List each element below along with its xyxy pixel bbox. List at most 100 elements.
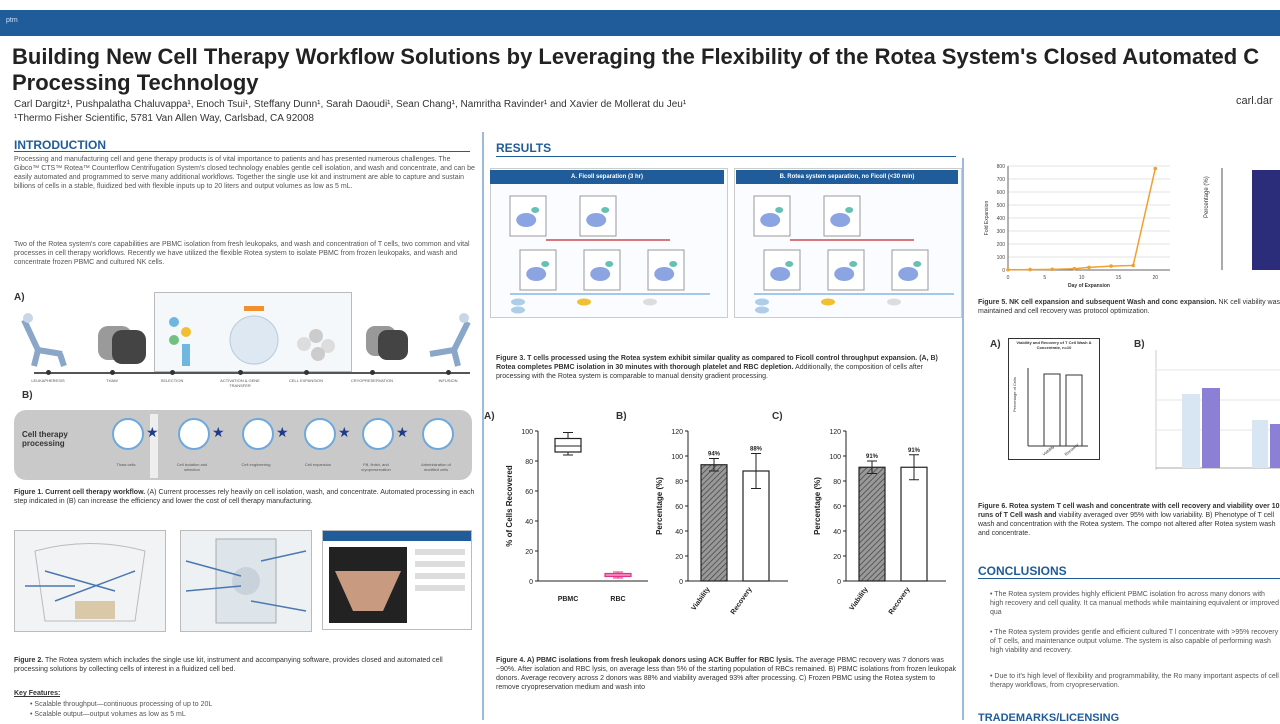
y-tick-label: 300 [997, 229, 1006, 235]
intro-heading: INTRODUCTION [14, 138, 106, 152]
figure-5-bold: expansion. [1180, 299, 1217, 306]
figure-1-caption: Figure 1. Current cell therapy workflow.… [14, 488, 476, 518]
workflow-step-dot [46, 370, 51, 375]
y-axis-label: Fold Expansion [984, 201, 990, 236]
workflow-step-dot [446, 370, 451, 375]
conclusion-3: • Due to it's high level of flexibility … [990, 673, 1279, 689]
flow-plot [509, 195, 547, 237]
legend-swatch [643, 298, 657, 306]
x-tick-label: 5 [1043, 275, 1046, 281]
conclusion-3-text: Due to it's high level of flexibility an… [990, 673, 1279, 689]
y-tick-label: 0 [529, 579, 533, 586]
data-label: 91% [908, 448, 921, 454]
conclusion-2-text: The Rotea system provides gentle and eff… [990, 629, 1279, 654]
expansion-line [1007, 168, 1157, 271]
cell-culture-icon [229, 306, 279, 365]
workflow-stage-icon [178, 418, 210, 450]
y-tick-label: 40 [525, 519, 533, 526]
workflow-stage-icon [112, 418, 144, 450]
data-label: 94% [708, 452, 721, 458]
workflow-step-dot [304, 370, 309, 375]
y-axis-label: Percentage (%) [813, 477, 822, 535]
box-pbmc [554, 432, 582, 456]
flow-plot [647, 249, 685, 291]
software-screenshot [322, 530, 472, 630]
y-tick-label: 80 [525, 459, 533, 466]
workflow-step-label: CELL EXPANSION [288, 378, 323, 383]
workflow-label-a: A) [14, 292, 25, 303]
instrument-drawing [185, 538, 307, 624]
header-bar: ptm [0, 10, 1280, 36]
workflow-step-dot [170, 370, 175, 375]
legend-swatch [511, 298, 525, 306]
conclusion-1: • The Rotea system provides highly effic… [990, 591, 1279, 616]
bar-recovery [742, 453, 770, 582]
y-tick-label: 100 [521, 429, 533, 436]
data-point [1050, 267, 1054, 272]
y-tick-label: 60 [675, 504, 683, 511]
data-label: 88% [750, 447, 763, 453]
y-tick-label: 20 [525, 549, 533, 556]
data-point [1153, 166, 1158, 171]
fig6-label-b: B) [1134, 339, 1145, 350]
bar-separator [150, 414, 158, 478]
poster-title: Building New Cell Therapy Workflow Solut… [12, 44, 1280, 96]
phenotype-bar-3 [1252, 420, 1268, 468]
title-line-1: Building New Cell Therapy Workflow Solut… [12, 44, 1260, 69]
workflow-step-dot [238, 370, 243, 375]
conclusion-1-text: The Rotea system provides highly efficie… [990, 591, 1279, 616]
x-tick-label: Viability [849, 586, 870, 612]
workflow-step-dot [110, 370, 115, 375]
legend-swatch [755, 306, 769, 314]
y-tick-label: 0 [1002, 268, 1005, 274]
y-tick-label: 100 [829, 454, 841, 461]
tcell-bar-recovery [1065, 374, 1083, 447]
flow-plot [827, 249, 865, 291]
flow-cytometry-plots-a [509, 195, 710, 314]
y-tick-label: 80 [675, 479, 683, 486]
flow-plot [823, 195, 861, 237]
intro-paragraph-2: Two of the Rotea system's core capabilit… [14, 241, 470, 266]
figure-6-caption: Figure 6. Rotea system T cell wash and c… [978, 502, 1280, 560]
data-point [1006, 267, 1010, 272]
legend-swatch [755, 298, 769, 306]
results-heading: RESULTS [496, 141, 552, 155]
star-icon: ★ [212, 424, 225, 440]
workflow-stage-icon [242, 418, 274, 450]
y-tick-label: 20 [675, 554, 683, 561]
workflow-step-line [34, 372, 470, 374]
ficoll-panel [490, 168, 728, 318]
legend-swatch [577, 298, 591, 306]
key-feature-2: • Scalable output—output volumes as low … [30, 711, 186, 718]
x-axis-label: Day of Expansion [1068, 283, 1110, 289]
x-tick-label: Recovery [888, 586, 912, 616]
x-tick-label: 15 [1116, 275, 1122, 281]
x-tick-label: 0 [1007, 275, 1010, 281]
column-divider-2 [962, 158, 964, 720]
phenotype-bar-1 [1182, 394, 1200, 468]
x-tick-label: Viability [691, 586, 712, 612]
y-tick-label: 500 [997, 203, 1006, 209]
bead-icon [169, 317, 191, 366]
key-feature-1: • Scalable throughput—continuous process… [30, 701, 213, 708]
data-point [1131, 263, 1135, 268]
title-line-2: Processing Technology [12, 70, 259, 95]
bag-icon [98, 326, 146, 364]
key-features-heading: Key Features: [14, 690, 61, 697]
nk-pct-bar [1252, 170, 1280, 270]
legend-swatch [821, 298, 835, 306]
x-tick-label: 20 [1152, 275, 1158, 281]
intro-paragraph-1: Processing and manufacturing cell and ge… [14, 156, 475, 190]
nk-percentage-chart: Percentage (%) [1204, 168, 1280, 270]
workflow-stage-icon [422, 418, 454, 450]
workflow-stage-icon [362, 418, 394, 450]
chart-panel-label: C) [772, 411, 783, 422]
conclusions-heading: CONCLUSIONS [978, 564, 1067, 578]
y-tick-label: 800 [997, 164, 1006, 170]
figure-2-title: Figure 2. [14, 657, 44, 664]
y-tick-label: 80 [833, 479, 841, 486]
workflow-label-b: B) [22, 390, 33, 401]
